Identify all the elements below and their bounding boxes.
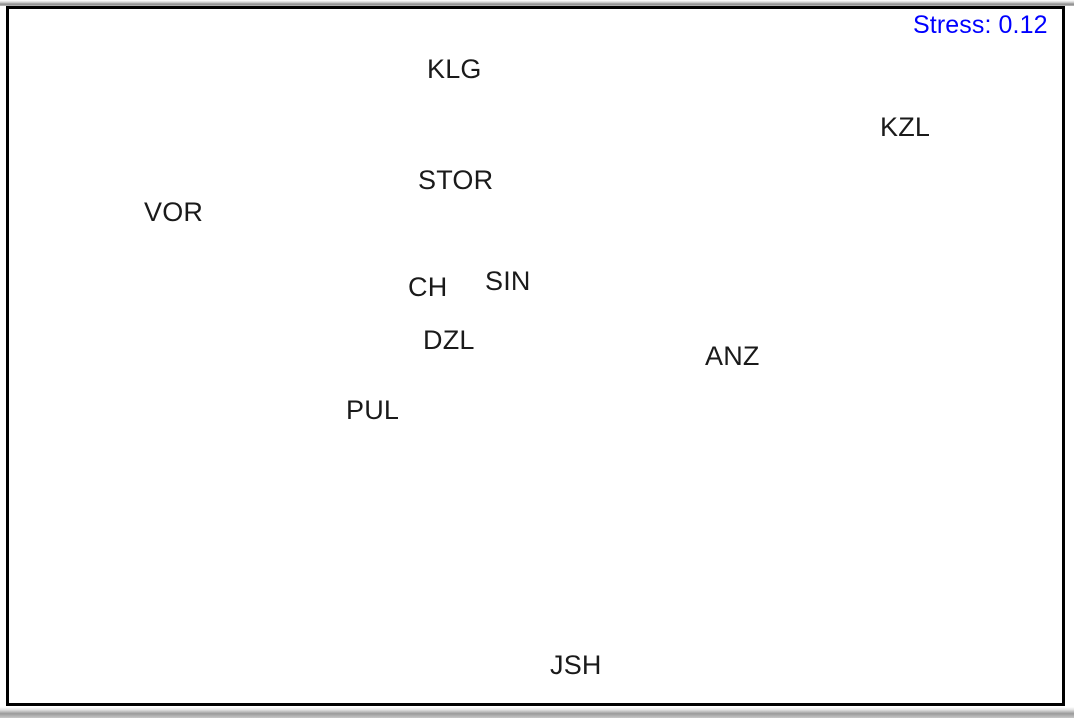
point-label-kzl: KZL <box>880 112 931 142</box>
point-label-stor: STOR <box>418 165 494 195</box>
plot-frame: KLG KZL STOR VOR CH SIN DZL ANZ PUL JSH Stress: 0.… <box>6 6 1065 706</box>
window-chrome-bottom <box>0 707 1074 718</box>
point-label-vor: VOR <box>144 197 204 227</box>
point-label-sin: SIN <box>485 266 531 296</box>
point-label-dzl: DZL <box>423 325 475 355</box>
window-chrome-top <box>0 0 1074 6</box>
point-label-ch: CH <box>408 272 448 302</box>
stress-annotation: Stress: 0.12 <box>913 11 1048 39</box>
point-label-anz: ANZ <box>705 341 760 371</box>
point-label-jsh: JSH <box>550 650 602 680</box>
point-label-pul: PUL <box>346 395 400 425</box>
plot-area: KLG KZL STOR VOR CH SIN DZL ANZ PUL JSH Stress: 0.… <box>9 9 1062 703</box>
point-label-klg: KLG <box>427 54 482 84</box>
